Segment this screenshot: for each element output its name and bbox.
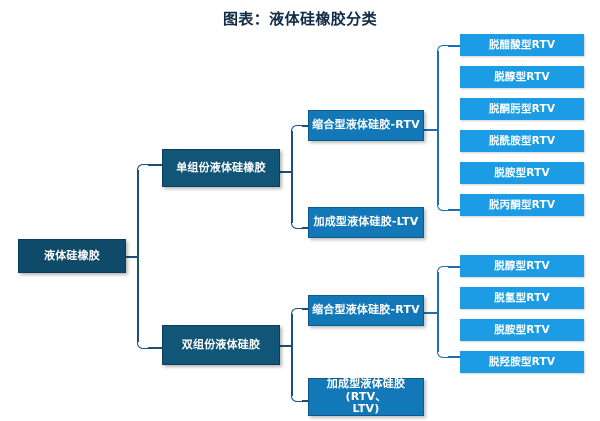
- node-root-label: 液体硅橡胶: [44, 248, 100, 262]
- leaf-lower-1[interactable]: 脱醇型RTV: [460, 255, 584, 277]
- connector-lower-leaf-first-stub: [448, 266, 460, 268]
- node-root[interactable]: 液体硅橡胶: [18, 239, 126, 273]
- node-branch-single-component-label: 单组份液体硅橡胶: [176, 160, 266, 174]
- connector-root-stub: [126, 256, 138, 258]
- connector-elbow-branch2-top: [291, 308, 304, 321]
- connector-branch1-child1-stub: [302, 125, 308, 127]
- leaf-upper-6-label: 脱丙酮型RTV: [488, 198, 556, 211]
- node-branch-single-component[interactable]: 单组份液体硅橡胶: [162, 149, 280, 187]
- node-addition-rtv-ltv[interactable]: 加成型液体硅胶(RTV、 LTV): [308, 377, 424, 416]
- connector-branch2-spine: [291, 314, 293, 396]
- connector-branch2-child2-stub: [302, 400, 308, 402]
- node-branch-two-component[interactable]: 双组份液体硅胶: [162, 325, 280, 365]
- leaf-upper-3-label: 脱酮肟型RTV: [488, 102, 556, 115]
- connector-upper-leaf-last-stub: [448, 209, 460, 211]
- connector-lower-leaf-last-stub: [448, 356, 460, 358]
- node-condensation-rtv-upper-label: 缩合型液体硅胶-RTV: [312, 118, 420, 132]
- leaf-lower-4[interactable]: 脱羟胺型RTV: [460, 351, 584, 373]
- connector-upper-leaf-first-stub: [448, 45, 460, 47]
- node-addition-ltv[interactable]: 加成型液体硅胶-LTV: [308, 207, 424, 238]
- connector-branch1-spine: [291, 131, 293, 223]
- connector-lower-leaves-stub: [424, 312, 438, 314]
- connector-elbow-lower-leaves-top: [437, 266, 450, 279]
- connector-branch2-child1-stub: [302, 308, 308, 310]
- node-condensation-rtv-lower[interactable]: 缩合型液体硅胶-RTV: [308, 295, 424, 326]
- connector-elbow-lower-leaves-bottom: [437, 345, 450, 358]
- leaf-upper-5-label: 脱胺型RTV: [494, 166, 550, 179]
- node-addition-ltv-label: 加成型液体硅胶-LTV: [313, 215, 419, 229]
- connector-elbow-branch1-bottom: [291, 216, 304, 229]
- connector-elbow-upper-leaves-top: [437, 45, 450, 58]
- leaf-lower-3-label: 脱胺型RTV: [494, 323, 550, 336]
- connector-upper-leaves-spine: [437, 51, 439, 205]
- connector-branch2-stub: [280, 345, 292, 347]
- leaf-upper-3[interactable]: 脱酮肟型RTV: [460, 98, 584, 120]
- node-condensation-rtv-lower-label: 缩合型液体硅胶-RTV: [312, 303, 420, 317]
- connector-elbow-level1-top: [137, 164, 150, 177]
- connector-elbow-branch1-top: [291, 125, 304, 138]
- leaf-lower-1-label: 脱醇型RTV: [494, 259, 550, 272]
- connector-upper-leaves-stub: [424, 129, 438, 131]
- connector-level1-spine: [137, 170, 139, 342]
- leaf-upper-1-label: 脱醋酸型RTV: [488, 38, 556, 51]
- connector-elbow-branch2-bottom: [291, 389, 304, 402]
- page-title: 图表：液体硅橡胶分类: [222, 10, 377, 28]
- leaf-upper-4[interactable]: 脱酰胺型RTV: [460, 130, 584, 152]
- leaf-lower-2[interactable]: 脱氢型RTV: [460, 287, 584, 309]
- node-condensation-rtv-upper[interactable]: 缩合型液体硅胶-RTV: [308, 110, 424, 141]
- leaf-lower-2-label: 脱氢型RTV: [494, 291, 550, 304]
- node-addition-rtv-ltv-label: 加成型液体硅胶(RTV、 LTV): [326, 377, 406, 416]
- leaf-upper-2[interactable]: 脱醇型RTV: [460, 66, 584, 88]
- connector-level1-top-stub: [148, 164, 162, 166]
- connector-level1-bottom-stub: [148, 347, 162, 349]
- leaf-upper-4-label: 脱酰胺型RTV: [488, 134, 556, 147]
- connector-branch1-child2-stub: [302, 227, 308, 229]
- node-branch-two-component-label: 双组份液体硅胶: [181, 337, 261, 351]
- leaf-lower-3[interactable]: 脱胺型RTV: [460, 319, 584, 341]
- leaf-lower-4-label: 脱羟胺型RTV: [488, 355, 556, 368]
- connector-branch1-stub: [280, 171, 292, 173]
- leaf-upper-2-label: 脱醇型RTV: [494, 70, 550, 83]
- leaf-upper-5[interactable]: 脱胺型RTV: [460, 162, 584, 184]
- connector-elbow-level1-bottom: [137, 336, 150, 349]
- connector-elbow-upper-leaves-bottom: [437, 198, 450, 211]
- leaf-upper-1[interactable]: 脱醋酸型RTV: [460, 34, 584, 56]
- leaf-upper-6[interactable]: 脱丙酮型RTV: [460, 194, 584, 216]
- connector-lower-leaves-spine: [437, 272, 439, 352]
